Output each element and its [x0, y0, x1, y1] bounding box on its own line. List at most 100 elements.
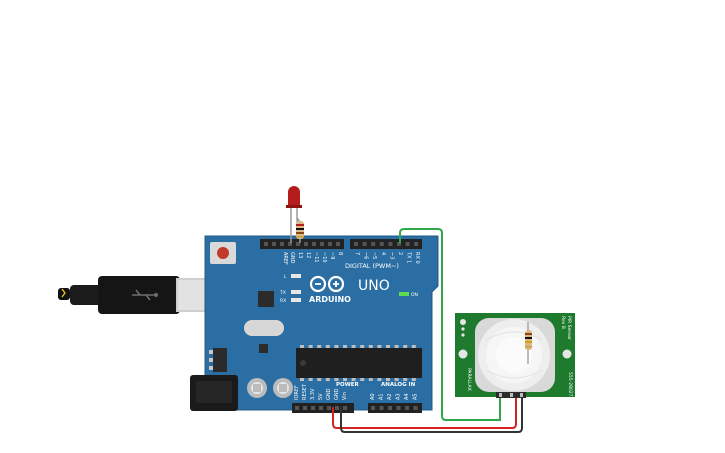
header-pin-hole[interactable]: [288, 242, 292, 246]
red-led-body: [288, 186, 300, 206]
header-pin-hole[interactable]: [280, 242, 284, 246]
top-header-pins: [264, 242, 419, 246]
chip-leg: [334, 345, 339, 348]
header-pin-hole[interactable]: [303, 406, 307, 410]
chip-leg: [394, 345, 399, 348]
usb-cable-body: [70, 285, 102, 305]
top-header-right: [350, 239, 422, 249]
chip-leg: [403, 378, 408, 381]
header-pin-hole[interactable]: [379, 406, 384, 410]
header-pin-hole[interactable]: [362, 242, 367, 246]
analog-pin-label: A2: [387, 393, 393, 400]
chip-leg: [368, 378, 373, 381]
chip-leg: [360, 378, 365, 381]
header-pin-hole[interactable]: [272, 242, 276, 246]
top-pin-label: ~11: [313, 252, 319, 263]
header-pin-hole[interactable]: [388, 406, 392, 410]
header-pin-hole[interactable]: [336, 242, 340, 246]
top-pin-label: 12: [305, 252, 311, 258]
header-pin-hole[interactable]: [327, 406, 331, 410]
power-pin-label: IOREF: [294, 385, 300, 400]
header-pin-hole[interactable]: [354, 242, 358, 246]
top-pin-label: AREF: [282, 252, 288, 265]
top-pin-label: ~6: [363, 252, 369, 259]
top-pin-label: 7: [354, 252, 360, 255]
chip-leg: [343, 345, 347, 348]
chip-leg: [308, 345, 313, 348]
header-pin-hole[interactable]: [319, 406, 323, 410]
atmega-chip-legs: [300, 345, 416, 381]
header-pin-hole[interactable]: [397, 242, 401, 246]
chip-leg: [386, 378, 390, 381]
power-pin-label: GND: [334, 388, 340, 400]
header-pin-hole[interactable]: [311, 406, 315, 410]
chip-leg: [351, 345, 356, 348]
pir-part-label: 555-28027: [567, 372, 573, 397]
chip-leg: [360, 345, 365, 348]
chip-leg: [394, 378, 399, 381]
top-pin-label: 13: [297, 252, 303, 258]
top-pin-label: RX 0: [414, 252, 420, 264]
chip-leg: [308, 378, 313, 381]
atmega-chip: [296, 348, 422, 378]
header-pin-hole[interactable]: [396, 406, 401, 410]
chip-leg: [334, 378, 339, 381]
pir-label-top: PIR Sensor: [566, 316, 572, 340]
red-led[interactable]: [286, 186, 302, 243]
power-pin-label: 5V: [318, 393, 324, 400]
header-pin-hole[interactable]: [405, 242, 410, 246]
signal-wire[interactable]: [399, 228, 501, 421]
header-pin-hole[interactable]: [296, 242, 300, 246]
arduino-model-text: UNO: [358, 278, 390, 294]
resistor[interactable]: [296, 217, 304, 243]
top-pin-label: 2: [397, 252, 403, 255]
header-pin-hole[interactable]: [312, 242, 316, 246]
digital-header-label: DIGITAL (PWM~): [345, 262, 399, 270]
pir-mount-hole-right: [562, 349, 572, 359]
header-pin-hole[interactable]: [343, 406, 347, 410]
arduino-logo-icon: [309, 275, 345, 293]
header-pin-hole[interactable]: [405, 406, 409, 410]
power-label: POWER: [336, 382, 360, 388]
reset-button-cap[interactable]: [217, 247, 229, 259]
power-wire[interactable]: [332, 398, 517, 429]
top-pin-label: TX 1: [406, 251, 412, 263]
header-pin-hole[interactable]: [379, 242, 384, 246]
header-pin-hole[interactable]: [413, 406, 418, 410]
header-pin-hole[interactable]: [414, 242, 419, 246]
header-pin-hole[interactable]: [295, 406, 299, 410]
header-pin-hole[interactable]: [320, 242, 324, 246]
rx-led-label: RX: [280, 298, 286, 304]
header-pin-hole[interactable]: [328, 242, 332, 246]
analog-pin-label: A5: [413, 393, 419, 400]
crystal-oscillator: [244, 320, 284, 336]
top-pin-label: GND: [289, 252, 295, 264]
header-pin-hole[interactable]: [335, 406, 339, 410]
top-pin-label: ~9: [329, 252, 335, 259]
usb-symbol-icon: [132, 289, 154, 301]
pir-sensor[interactable]: PARALLAX PIR Sensor Rev B 555-28027: [455, 313, 575, 398]
header-pin-hole[interactable]: [371, 242, 376, 246]
top-header-left: [260, 239, 344, 249]
ground-wire[interactable]: [340, 398, 523, 433]
pir-label-rev: Rev B: [560, 316, 566, 329]
tx-led-label: TX: [279, 290, 286, 296]
header-pin-hole[interactable]: [388, 242, 393, 246]
header-pin-hole[interactable]: [371, 406, 375, 410]
tx-led: [291, 290, 301, 294]
chip-leg: [411, 345, 416, 348]
arduino-brand-text: ARDUINO: [309, 295, 351, 304]
analog-pin-label: A3: [396, 393, 402, 400]
pir-brand-label: PARALLAX: [466, 368, 472, 391]
chip-leg: [386, 345, 390, 348]
power-pin-label: GND: [326, 388, 332, 400]
chip-leg: [325, 378, 330, 381]
header-pin-hole[interactable]: [304, 242, 308, 246]
usb-lightning-icon: [61, 288, 66, 298]
chip-leg: [368, 345, 373, 348]
capacitor-right: [273, 378, 293, 398]
header-pin-hole[interactable]: [264, 242, 268, 246]
